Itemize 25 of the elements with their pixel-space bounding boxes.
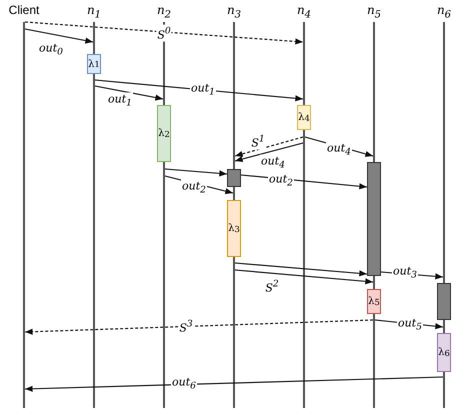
lifeline-label: n$_{1}$ [86, 3, 102, 22]
dashed-arrow [24, 21, 304, 45]
activation-bar [437, 283, 451, 320]
lifeline-label: n$_{4}$ [296, 3, 312, 22]
edge-label: S$^{1}$ [250, 132, 266, 150]
arrow [24, 376, 444, 392]
dashed-arrow [24, 319, 374, 335]
arrow [94, 79, 304, 102]
arrow [94, 85, 164, 101]
lifeline-label: n$_{5}$ [366, 3, 382, 22]
lifeline-label: n$_{6}$ [436, 3, 452, 22]
lifeline-label: n$_{2}$ [156, 3, 172, 22]
arrow [234, 269, 374, 284]
edge-label: S$^{2}$ [264, 278, 280, 294]
edge-label: S$^{0}$ [156, 24, 172, 42]
lifeline-label: Client [8, 3, 40, 18]
arrow [164, 168, 228, 176]
arrow [24, 28, 94, 44]
edge-label: S$^{3}$ [178, 318, 194, 334]
arrow [234, 262, 368, 276]
activation-bar [227, 169, 241, 187]
activation-bar [367, 162, 381, 276]
lifeline-label: n$_{3}$ [226, 3, 242, 22]
dashed-arrow [234, 136, 304, 157]
arrow [234, 142, 304, 162]
